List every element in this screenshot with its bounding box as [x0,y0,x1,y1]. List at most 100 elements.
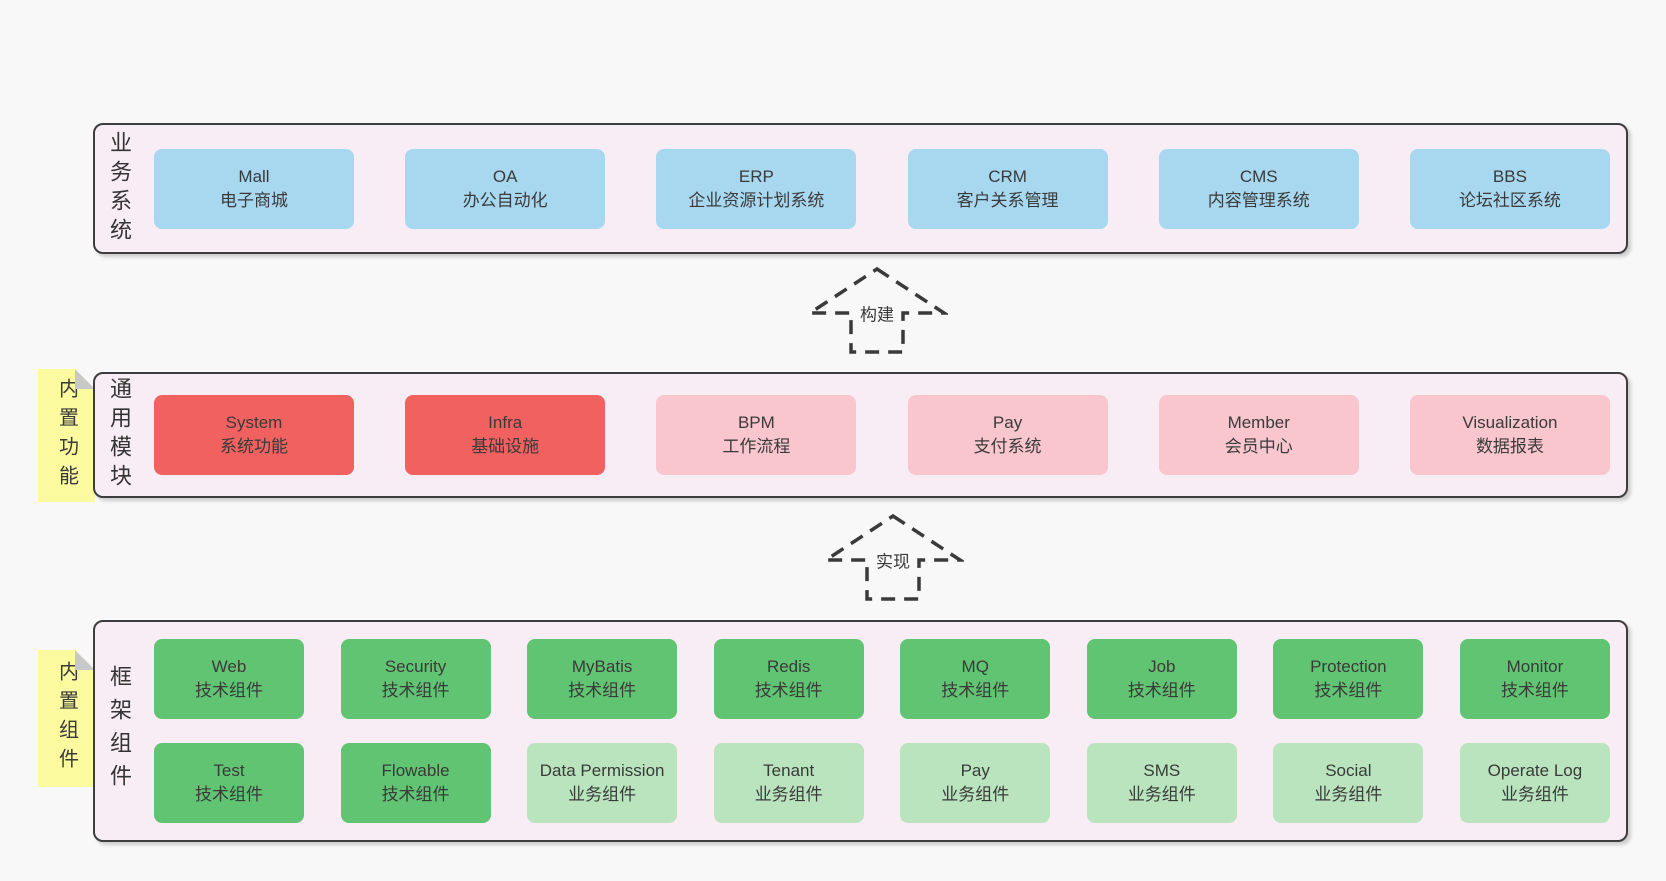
sticky-note-builtin-features: 内置功能 [38,369,95,502]
box-operate-log: Operate Log 业务组件 [1459,743,1610,823]
box-crm: CRM 客户关系管理 [907,148,1108,229]
box-title: Redis [766,657,811,676]
box-title: Security [384,657,447,676]
section-business-label: 业务系统 [107,130,132,247]
box-title: Pay [960,761,990,780]
box-member: Member 会员中心 [1158,395,1359,475]
box-subtitle: 技术组件 [195,785,263,804]
box-cms: CMS 内容管理系统 [1158,148,1359,229]
box-subtitle: 技术组件 [381,681,450,700]
box-web: Web 技术组件 [154,639,304,719]
box-title: Member [1227,413,1290,432]
section-framework-components: 框架组件 Web 技术组件 Security 技术组件 MyBatis 技术组件… [93,620,1628,842]
box-title: BPM [737,413,775,432]
components-boxes-area: Web 技术组件 Security 技术组件 MyBatis 技术组件 Redi… [130,622,1626,840]
arrow-implement: 实现 [822,513,964,603]
box-title: Monitor [1506,657,1564,676]
box-social: Social 业务组件 [1273,743,1424,823]
box-title: BBS [1492,166,1527,186]
box-subtitle: 会员中心 [1224,437,1293,456]
section-components-label: 框架组件 [107,665,132,797]
arrow-build: 构建 [806,266,948,356]
box-job: Job 技术组件 [1086,639,1237,719]
box-title: SMS [1143,761,1181,780]
box-title: Data Permission [539,761,665,780]
box-title: Mall [238,166,270,186]
box-subtitle: 技术组件 [1127,681,1196,700]
box-pay: Pay 支付系统 [907,395,1108,475]
box-subtitle: 支付系统 [973,437,1042,456]
box-title: MyBatis [571,657,633,676]
box-title: Infra [488,413,523,432]
box-oa: OA 办公自动化 [405,148,606,229]
box-title: Protection [1310,657,1387,676]
box-subtitle: 技术组件 [754,681,823,700]
sticky-note-builtin-components: 内置组件 [38,650,95,787]
box-data-permission: Data Permission 业务组件 [527,743,678,823]
box-subtitle: 企业资源计划系统 [688,190,825,210]
box-subtitle: 电子商城 [220,190,288,210]
box-test: Test 技术组件 [154,743,304,823]
components-box-row-1: Web 技术组件 Security 技术组件 MyBatis 技术组件 Redi… [154,639,1610,719]
box-mall: Mall 电子商城 [154,148,354,229]
box-mybatis: MyBatis 技术组件 [527,639,678,719]
box-visualization: Visualization 数据报表 [1409,395,1610,475]
box-subtitle: 客户关系管理 [956,190,1059,210]
box-title: ERP [738,166,774,186]
box-title: Operate Log [1487,761,1583,780]
box-infra: Infra 基础设施 [405,395,606,475]
section-business-systems: 业务系统 Mall 电子商城 OA 办公自动化 ERP 企业资源计划系统 CRM… [93,123,1628,254]
box-security: Security 技术组件 [340,639,491,719]
box-title: Web [211,657,247,676]
box-mq: MQ 技术组件 [900,639,1051,719]
up-arrow-icon [822,513,964,601]
box-subtitle: 技术组件 [195,681,263,700]
box-title: Test [213,761,245,780]
arrow-build-label: 构建 [855,298,899,328]
box-title: Pay [992,413,1023,432]
box-monitor: Monitor 技术组件 [1459,639,1610,719]
box-subtitle: 业务组件 [568,785,637,804]
box-subtitle: 论坛社区系统 [1458,190,1561,210]
business-boxes-area: Mall 电子商城 OA 办公自动化 ERP 企业资源计划系统 CRM 客户关系… [130,125,1626,252]
box-subtitle: 工作流程 [722,437,791,456]
section-modules-label: 通用模块 [107,377,132,493]
box-bbs: BBS 论坛社区系统 [1409,148,1610,229]
box-redis: Redis 技术组件 [713,639,864,719]
arrow-implement-label: 实现 [871,545,915,575]
up-arrow-icon [806,266,948,354]
box-tenant: Tenant 业务组件 [713,743,864,823]
box-title: Visualization [1462,413,1558,432]
modules-box-row: System 系统功能 Infra 基础设施 BPM 工作流程 Pay 支付系统… [154,395,1610,475]
box-title: Tenant [763,761,815,780]
box-subtitle: 技术组件 [568,681,637,700]
components-box-row-2: Test 技术组件 Flowable 技术组件 Data Permission … [154,743,1610,823]
box-title: OA [492,166,518,186]
box-pay-business: Pay 业务组件 [900,743,1051,823]
box-sms: SMS 业务组件 [1086,743,1237,823]
box-title: Job [1148,657,1176,676]
box-subtitle: 办公自动化 [462,190,548,210]
box-subtitle: 系统功能 [220,437,288,456]
box-subtitle: 数据报表 [1475,437,1544,456]
box-subtitle: 技术组件 [941,681,1010,700]
box-title: Social [1325,761,1372,780]
box-subtitle: 业务组件 [941,785,1010,804]
section-common-modules: 通用模块 System 系统功能 Infra 基础设施 BPM 工作流程 Pay… [93,372,1628,498]
sticky-note-text: 内置组件 [55,660,78,777]
box-subtitle: 内容管理系统 [1207,190,1310,210]
box-title: Flowable [381,761,450,780]
box-subtitle: 技术组件 [1500,681,1569,700]
box-subtitle: 业务组件 [754,785,823,804]
box-title: CMS [1239,166,1278,186]
sticky-note-text: 内置功能 [55,377,78,494]
modules-boxes-area: System 系统功能 Infra 基础设施 BPM 工作流程 Pay 支付系统… [130,374,1626,496]
business-box-row: Mall 电子商城 OA 办公自动化 ERP 企业资源计划系统 CRM 客户关系… [154,148,1610,229]
box-subtitle: 业务组件 [1314,785,1383,804]
box-subtitle: 基础设施 [471,437,540,456]
box-title: CRM [988,166,1027,186]
box-subtitle: 技术组件 [1314,681,1383,700]
box-bpm: BPM 工作流程 [656,395,857,475]
box-title: System [225,413,283,432]
